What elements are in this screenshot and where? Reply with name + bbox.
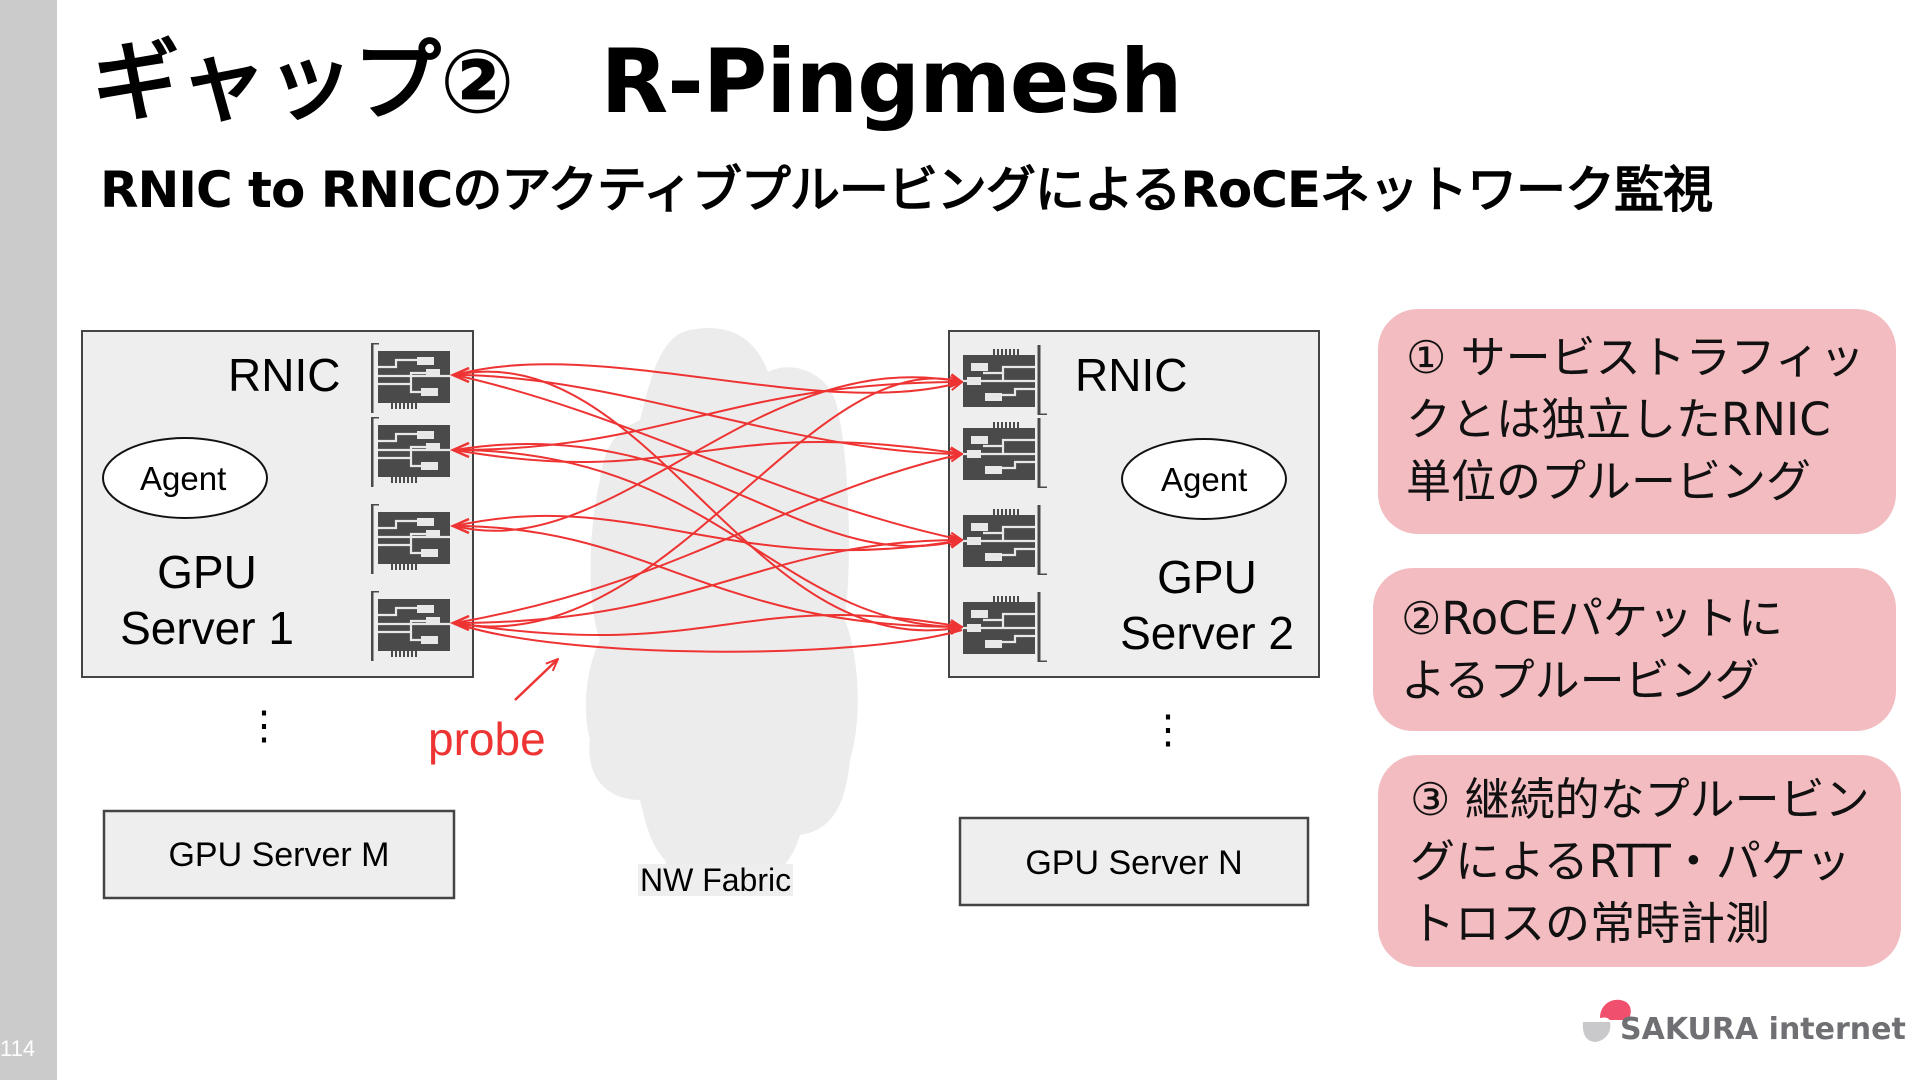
gpu-server-m-label: GPU Server M <box>168 836 390 874</box>
server-2-name-line1: GPU <box>1157 551 1257 603</box>
server-1-name: GPU Server 1 <box>112 544 302 656</box>
server-2-agent-label: Agent <box>1161 461 1248 498</box>
probe-arrowhead <box>449 517 470 535</box>
probe-line <box>454 622 963 653</box>
slide-sidebar <box>0 0 57 1080</box>
sakura-logo-icon <box>1582 999 1631 1042</box>
rnic-card-icon <box>963 418 1047 488</box>
probe-line <box>454 382 962 451</box>
probe-line <box>454 374 962 540</box>
rnic-card-icon <box>963 592 1047 662</box>
point-2-line-2: よるプルービング <box>1401 654 1760 707</box>
server-1-ellipsis: ⋮ <box>244 704 284 748</box>
server-2-name: GPU Server 2 <box>1112 549 1302 661</box>
rnic-card-icon <box>963 345 1047 415</box>
rnic-card-icon <box>371 343 452 413</box>
gpu-server-n-label: GPU Server N <box>1025 844 1243 882</box>
probe-line <box>454 441 962 463</box>
point-box-1: ① サービストラフィッ クとは独立したRNIC 単位のプルービング <box>1378 309 1896 534</box>
nw-fabric-label: NW Fabric <box>638 862 794 898</box>
probe-line <box>454 614 962 636</box>
probe-line <box>454 363 962 394</box>
gpu-server-n-box <box>958 816 1310 907</box>
gpu-server-m-box <box>102 809 456 900</box>
point-box-2: ②RoCEパケットに よるプルービング <box>1373 568 1896 731</box>
probe-arrowhead <box>449 614 470 632</box>
point-1-line-3: 単位のプルービング <box>1406 455 1812 508</box>
page-number: 114 <box>0 1036 36 1061</box>
point-1-line-1: ① サービストラフィッ <box>1406 331 1865 384</box>
server-2-name-line2: Server 2 <box>1120 607 1294 659</box>
probe-line <box>454 514 962 552</box>
slide-subtitle: RNIC to RNICのアクティブプルービングによるRoCEネットワーク監視 <box>100 161 1713 219</box>
probe-arrowhead <box>449 441 470 459</box>
probe-line <box>454 454 962 624</box>
server-2-rnic-label: RNIC <box>1075 349 1188 401</box>
sakura-internet-logo: SAKURA internet <box>1580 992 1906 1052</box>
point-2-line-1: ②RoCEパケットに <box>1401 592 1783 645</box>
server-1-name-line1: GPU <box>157 546 257 598</box>
rnic-card-icon <box>371 504 452 574</box>
point-box-3: ③ 継続的なプルービン グによるRTT・パケッ トロスの常時計測 <box>1378 755 1901 967</box>
logo-text: SAKURA internet <box>1620 1012 1906 1047</box>
probe-arrowhead <box>449 366 470 384</box>
server-2-ellipsis: ⋮ <box>1148 708 1188 752</box>
rnic-card-icon <box>963 505 1047 575</box>
point-1-line-2: クとは独立したRNIC <box>1406 393 1831 446</box>
slide-title: ギャップ② R-Pingmesh <box>92 30 1183 133</box>
point-3-line-3: トロスの常時計測 <box>1410 897 1771 950</box>
probe-pointer-arrow <box>514 659 558 701</box>
server-1-rnic-label: RNIC <box>228 349 341 401</box>
rnic-card-icon <box>371 591 452 661</box>
probe-line <box>454 377 962 532</box>
rnic-card-icon <box>371 417 452 487</box>
probe-line <box>454 540 962 624</box>
agent-ellipse-server-1 <box>102 437 268 519</box>
probe-line <box>454 442 962 546</box>
point-3-line-2: グによるRTT・パケッ <box>1410 835 1851 888</box>
probe-label: probe <box>428 713 546 765</box>
point-3-line-1: ③ 継続的なプルービン <box>1410 773 1870 826</box>
agent-ellipse-server-2 <box>1121 438 1287 520</box>
probe-line <box>454 525 962 627</box>
server-1-agent-label: Agent <box>140 460 227 497</box>
nw-fabric-cloud <box>585 328 858 895</box>
server-1-name-line2: Server 1 <box>120 602 294 654</box>
probe-lines <box>449 363 963 653</box>
